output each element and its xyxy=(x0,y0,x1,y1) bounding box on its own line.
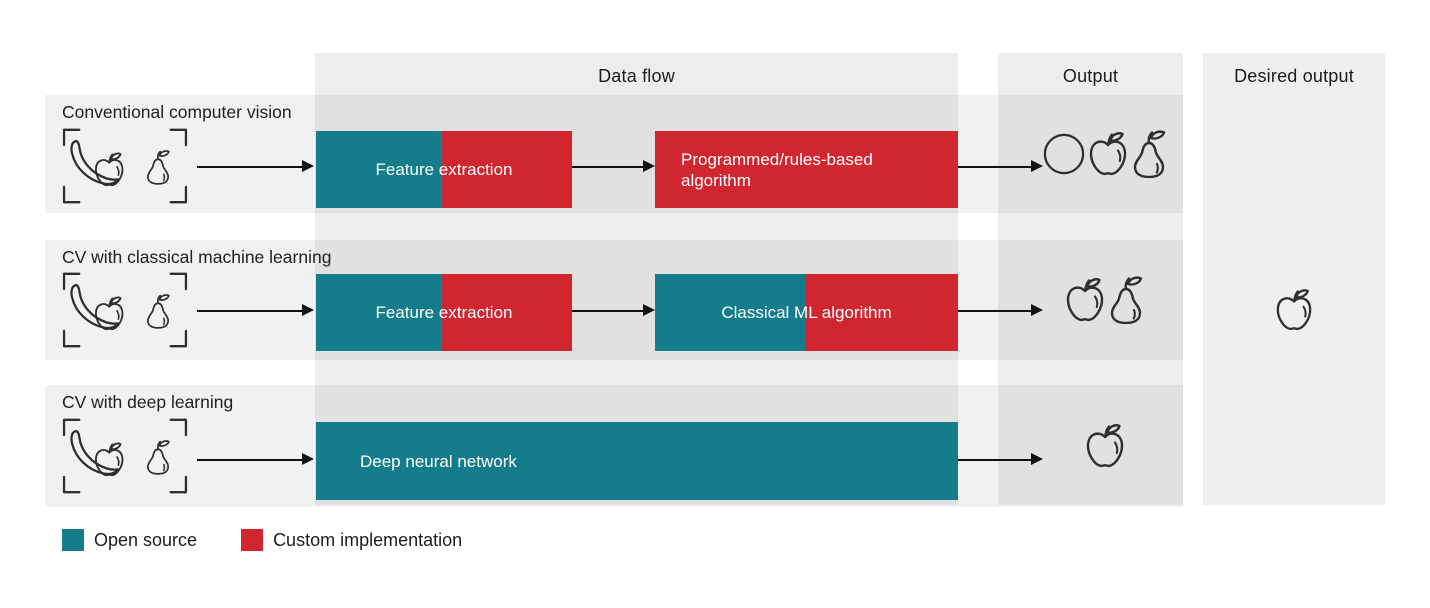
open-source-segment xyxy=(655,274,805,351)
row-band-classical-ml xyxy=(45,240,1183,360)
frame-bracket-icon xyxy=(62,185,81,204)
flow-arrow xyxy=(958,304,1043,316)
scan-frame-fruits-icon xyxy=(62,272,188,348)
stage-box-programmed-rules: Programmed/rules-based algorithm xyxy=(655,131,958,208)
legend: Open source Custom implementation xyxy=(62,529,462,551)
scan-frame-fruits-icon xyxy=(62,128,188,204)
legend-label: Custom implementation xyxy=(273,529,463,550)
frame-bracket-icon xyxy=(169,128,188,147)
frame-bracket-icon xyxy=(169,185,188,204)
row-label-conventional-cv: Conventional computer vision xyxy=(62,102,292,122)
custom-implementation-segment xyxy=(805,274,958,351)
frame-bracket-icon xyxy=(169,475,188,494)
flow-arrow xyxy=(958,160,1043,172)
custom-implementation-segment xyxy=(442,274,572,351)
apple-icon xyxy=(1089,132,1126,176)
stage-label: Programmed/rules-based algorithm xyxy=(681,149,873,190)
banana-icon xyxy=(70,430,119,476)
legend-item-open-source: Open source xyxy=(62,529,197,551)
apple-icon xyxy=(94,442,124,477)
output-header: Output xyxy=(1062,65,1119,86)
open-source-segment xyxy=(316,131,442,208)
pear-icon xyxy=(147,150,170,185)
custom-implementation-segment xyxy=(655,131,958,208)
stage-label: Feature extraction xyxy=(375,303,513,322)
scan-frame-fruits-icon xyxy=(62,418,188,494)
data-flow-header: Data flow xyxy=(598,65,675,86)
banana-icon xyxy=(70,140,119,186)
row-label-cv-deep-learning: CV with deep learning xyxy=(62,392,234,412)
flow-arrow xyxy=(197,453,314,465)
open-source-segment xyxy=(316,274,442,351)
flow-arrow xyxy=(197,160,314,172)
apple-icon xyxy=(1066,278,1104,322)
pear-icon xyxy=(1133,130,1165,178)
input-image-icon xyxy=(62,126,188,206)
open-source-swatch-icon xyxy=(62,529,84,551)
stage-box-classical-ml: Classical ML algorithm xyxy=(655,274,958,351)
pear-icon xyxy=(147,440,170,475)
output-icons-row-classical-ml xyxy=(1000,240,1183,360)
frame-bracket-icon xyxy=(62,128,81,147)
legend-label: Open source xyxy=(94,529,198,550)
frame-bracket-icon xyxy=(169,329,188,348)
banana-icon xyxy=(70,284,119,330)
pear-icon xyxy=(1110,276,1143,324)
row-band-conventional xyxy=(45,95,1183,213)
frame-bracket-icon xyxy=(169,418,188,437)
frame-bracket-icon xyxy=(62,272,81,291)
circle-icon xyxy=(1043,133,1084,175)
desired-output-column-band xyxy=(1203,53,1385,505)
output-icons-row-conventional xyxy=(1000,95,1183,213)
flow-arrow xyxy=(572,304,655,316)
input-image-icon xyxy=(62,270,188,350)
row-label-cv-classical-ml: CV with classical machine learning xyxy=(62,247,332,267)
apple-icon xyxy=(1086,424,1123,468)
output-icons-row-deep-learning xyxy=(1000,385,1183,507)
open-source-segment xyxy=(316,422,958,500)
frame-bracket-icon xyxy=(62,418,81,437)
stage-box-feature-extraction: Feature extraction xyxy=(316,131,572,208)
input-image-icon xyxy=(62,416,188,496)
desired-output-icon-group xyxy=(1203,240,1385,380)
desired-output-header: Desired output xyxy=(1234,65,1354,86)
output-column-band xyxy=(998,53,1183,505)
stage-label: Feature extraction xyxy=(375,160,513,179)
apple-icon xyxy=(94,152,124,187)
stage-box-feature-extraction: Feature extraction xyxy=(316,274,572,351)
stage-label: Deep neural network xyxy=(360,451,517,471)
pear-icon xyxy=(147,294,170,329)
apple-icon xyxy=(94,296,124,331)
legend-item-custom-implementation: Custom implementation xyxy=(241,529,462,551)
stage-label: Classical ML algorithm xyxy=(721,303,892,322)
frame-bracket-icon xyxy=(169,272,188,291)
flow-arrow xyxy=(572,160,655,172)
apple-icon xyxy=(1276,289,1312,331)
flow-arrow xyxy=(197,304,314,316)
frame-bracket-icon xyxy=(62,475,81,494)
custom-implementation-swatch-icon xyxy=(241,529,264,551)
frame-bracket-icon xyxy=(62,329,81,348)
stage-box-deep-neural-network: Deep neural network xyxy=(316,422,958,500)
custom-implementation-segment xyxy=(442,131,572,208)
flow-arrow xyxy=(958,453,1043,465)
